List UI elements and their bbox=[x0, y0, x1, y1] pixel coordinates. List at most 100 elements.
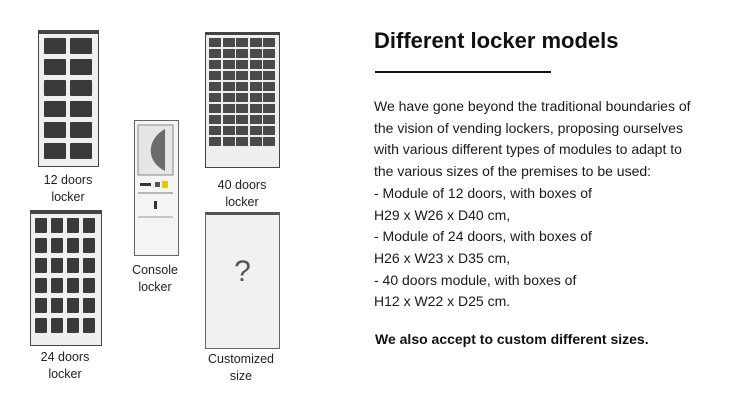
customized-size-image: ? bbox=[205, 212, 280, 349]
locker-door bbox=[35, 258, 47, 273]
locker-door bbox=[70, 80, 92, 96]
locker-door bbox=[83, 218, 95, 233]
locker-door bbox=[249, 126, 262, 135]
locker-door bbox=[263, 126, 275, 135]
locker-door bbox=[83, 258, 95, 273]
locker-40-doors-image bbox=[205, 32, 280, 168]
locker-door bbox=[35, 278, 47, 293]
description-line: with various different types of modules … bbox=[374, 141, 682, 158]
console-locker-image bbox=[134, 120, 179, 256]
locker-door bbox=[222, 137, 235, 146]
description-line: H12 x W22 x D25 cm. bbox=[374, 293, 511, 310]
locker-door bbox=[44, 59, 66, 75]
locker-door bbox=[209, 49, 221, 58]
description-line: H26 x W23 x D35 cm, bbox=[374, 249, 511, 266]
locker-door bbox=[222, 60, 235, 69]
locker-12-doors-caption: 12 doors locker bbox=[28, 172, 108, 206]
description-line: - Module of 12 doors, with boxes of bbox=[374, 184, 592, 201]
locker-door bbox=[263, 137, 275, 146]
closing-statement: We also accept to custom different sizes… bbox=[375, 331, 649, 347]
caption-line: size bbox=[229, 369, 253, 383]
caption-line: locker bbox=[48, 367, 82, 381]
locker-door bbox=[44, 122, 66, 138]
caption-line: Customized bbox=[208, 352, 274, 366]
locker-door bbox=[249, 49, 262, 58]
locker-door bbox=[209, 93, 221, 102]
locker-door bbox=[236, 115, 248, 124]
page-title: Different locker models bbox=[374, 28, 619, 53]
locker-door bbox=[70, 101, 92, 117]
locker-door bbox=[67, 218, 79, 233]
title-underline bbox=[375, 71, 551, 73]
locker-door bbox=[249, 137, 262, 146]
customized-size-caption: Customized size bbox=[198, 351, 284, 385]
locker-door bbox=[263, 82, 275, 91]
description-line: We have gone beyond the traditional boun… bbox=[374, 98, 691, 114]
locker-door bbox=[70, 38, 92, 54]
description-line: the various sizes of the premises to be … bbox=[374, 163, 652, 180]
locker-door bbox=[222, 104, 235, 113]
locker-door bbox=[263, 104, 275, 113]
locker-door bbox=[209, 104, 221, 113]
locker-door bbox=[51, 218, 63, 233]
locker-door bbox=[209, 115, 221, 124]
locker-door bbox=[236, 71, 248, 80]
locker-door bbox=[67, 318, 79, 333]
locker-door bbox=[209, 38, 221, 47]
console-locker-caption: Console locker bbox=[115, 262, 195, 296]
locker-12-doors-image bbox=[38, 30, 99, 167]
locker-door bbox=[249, 93, 262, 102]
locker-door bbox=[70, 59, 92, 75]
locker-door bbox=[51, 298, 63, 313]
locker-door bbox=[209, 137, 221, 146]
locker-door bbox=[83, 318, 95, 333]
locker-door bbox=[222, 49, 235, 58]
locker-door bbox=[222, 115, 235, 124]
console-locker-drawing bbox=[137, 124, 174, 218]
caption-line: 24 doors bbox=[40, 350, 90, 364]
locker-door bbox=[236, 126, 248, 135]
locker-door bbox=[249, 71, 262, 80]
caption-line: Console bbox=[132, 263, 178, 277]
locker-door bbox=[263, 93, 275, 102]
locker-door bbox=[236, 38, 248, 47]
locker-door bbox=[236, 60, 248, 69]
locker-door bbox=[35, 238, 47, 253]
locker-door bbox=[35, 218, 47, 233]
caption-line: locker bbox=[225, 195, 259, 209]
locker-door bbox=[236, 104, 248, 113]
locker-door bbox=[209, 60, 221, 69]
locker-door bbox=[209, 71, 221, 80]
locker-door bbox=[263, 115, 275, 124]
locker-door bbox=[222, 38, 235, 47]
locker-24-doors-caption: 24 doors locker bbox=[25, 349, 105, 383]
locker-door bbox=[249, 60, 262, 69]
locker-door bbox=[209, 126, 221, 135]
locker-door bbox=[83, 238, 95, 253]
description-line: the vision of vending lockers, proposing… bbox=[374, 119, 683, 136]
locker-door bbox=[249, 115, 262, 124]
locker-door bbox=[263, 49, 275, 58]
locker-door bbox=[44, 101, 66, 117]
locker-door bbox=[222, 126, 235, 135]
caption-line: locker bbox=[51, 190, 85, 204]
locker-door bbox=[83, 278, 95, 293]
locker-door bbox=[44, 143, 66, 159]
locker-door bbox=[236, 49, 248, 58]
locker-door bbox=[70, 143, 92, 159]
locker-door bbox=[70, 122, 92, 138]
description-line: - 40 doors module, with boxes of bbox=[374, 271, 577, 288]
locker-door bbox=[67, 298, 79, 313]
locker-door bbox=[249, 104, 262, 113]
question-mark-icon: ? bbox=[234, 255, 251, 288]
caption-line: locker bbox=[138, 280, 172, 294]
locker-door bbox=[263, 60, 275, 69]
locker-door bbox=[263, 38, 275, 47]
locker-door bbox=[67, 238, 79, 253]
locker-door bbox=[222, 71, 235, 80]
locker-door bbox=[222, 82, 235, 91]
locker-door bbox=[236, 82, 248, 91]
locker-door bbox=[51, 318, 63, 333]
locker-door bbox=[51, 238, 63, 253]
description-line: - Module of 24 doors, with boxes of bbox=[374, 228, 592, 245]
